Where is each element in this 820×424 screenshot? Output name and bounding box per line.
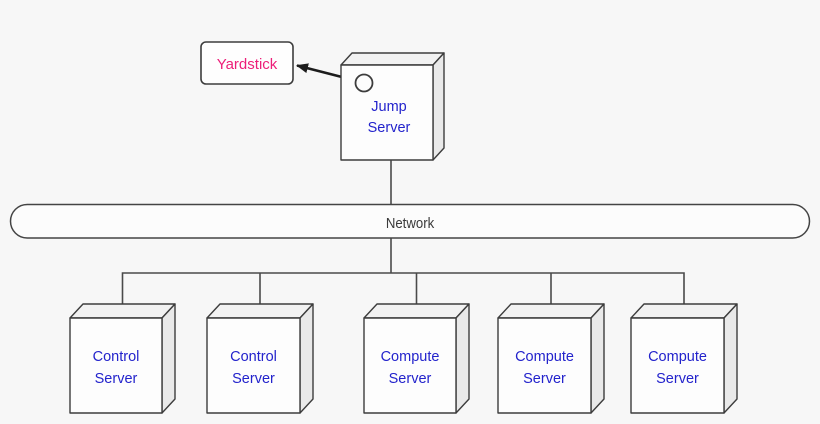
- compute-server-1-side-face: [455, 303, 470, 414]
- compute-server-1-front-face: [363, 317, 457, 414]
- jump-server-front-face: [340, 64, 434, 161]
- jump-server-label-line1: Jump: [371, 99, 406, 115]
- yardstick-label: Yardstick: [217, 56, 278, 73]
- control-server-1-node: [69, 303, 176, 414]
- compute-server-2-label-line1: Compute: [515, 349, 574, 365]
- compute-server-1-label-line2: Server: [389, 371, 432, 387]
- compute-server-3-label-line1: Compute: [648, 349, 707, 365]
- compute-server-1-label-line1: Compute: [381, 349, 440, 365]
- compute-server-3-front-face: [630, 317, 725, 414]
- compute-server-3-label-line2: Server: [656, 371, 699, 387]
- network-node: Network: [9, 203, 811, 239]
- compute-server-2-label-line2: Server: [523, 371, 566, 387]
- control-server-1-side-face: [161, 303, 176, 414]
- control-server-2-label-line1: Control: [230, 349, 277, 365]
- jump-server-port-circle: [354, 73, 374, 93]
- network-pill: [9, 203, 811, 239]
- jump-server-label-line2: Server: [368, 120, 411, 136]
- jump-server-node: [340, 52, 445, 161]
- yardstick-label-box: [200, 41, 294, 85]
- control-server-2-label-line2: Server: [232, 371, 275, 387]
- compute-server-2-top-face: [497, 303, 605, 319]
- compute-server-2-side-face: [590, 303, 605, 414]
- control-server-2-front-face: [206, 317, 301, 414]
- control-server-1-top-face: [69, 303, 176, 319]
- bus-line: [121, 272, 685, 304]
- jump-server-top-face: [340, 52, 445, 66]
- network-label: Network: [386, 214, 435, 231]
- control-server-2-side-face: [299, 303, 314, 414]
- compute-server-1-node: [363, 303, 470, 414]
- compute-server-3-side-face: [723, 303, 738, 414]
- compute-server-1-top-face: [363, 303, 470, 319]
- control-server-1-label-line2: Server: [95, 371, 138, 387]
- compute-server-2-node: [497, 303, 605, 414]
- control-server-2-node: [206, 303, 314, 414]
- compute-server-3-top-face: [630, 303, 738, 319]
- jump-server-side-face: [432, 52, 445, 161]
- yardstick-annotation: Yardstick: [200, 41, 356, 85]
- control-server-1-front-face: [69, 317, 163, 414]
- connector-lines: [121, 160, 685, 304]
- control-server-1-label-line1: Control: [93, 349, 140, 365]
- compute-server-3-node: [630, 303, 738, 414]
- compute-server-2-front-face: [497, 317, 592, 414]
- control-server-2-top-face: [206, 303, 314, 319]
